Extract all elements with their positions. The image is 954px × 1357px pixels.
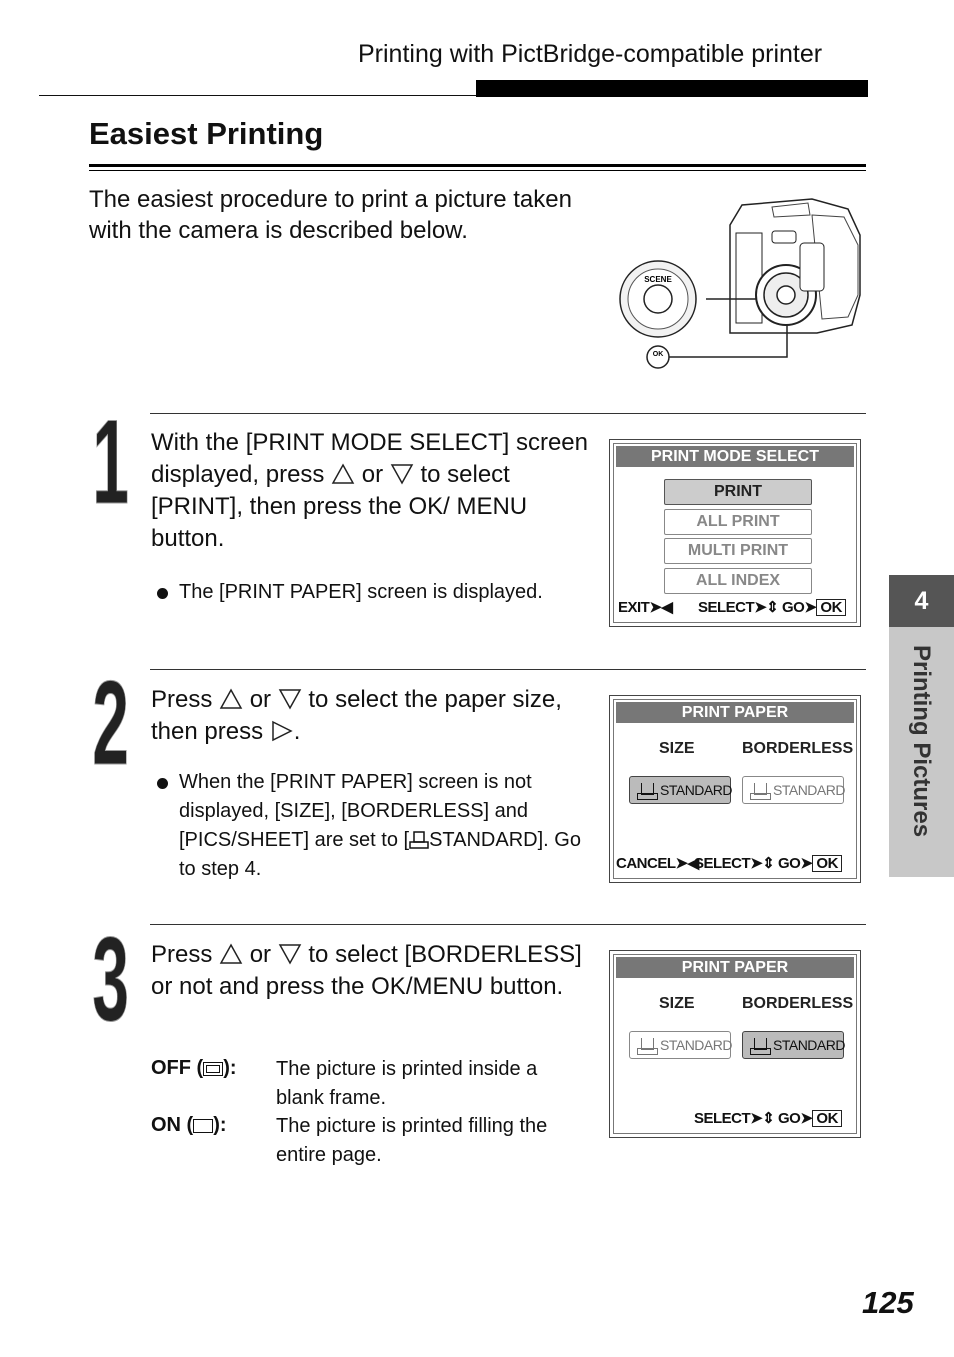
- svg-text:1: 1: [92, 405, 129, 515]
- screen-title: PRINT PAPER: [616, 702, 854, 723]
- footer-select: SELECT➤⇕: [698, 599, 779, 616]
- column-size: SIZE: [659, 740, 695, 757]
- option-size-standard: STANDARD: [629, 776, 732, 804]
- svg-text:2: 2: [92, 660, 129, 770]
- up-arrow-icon: [331, 463, 355, 484]
- footer-go: GO➤OK: [778, 1109, 842, 1127]
- footer-select: SELECT➤⇕: [694, 855, 775, 872]
- menu-item-multi-print: MULTI PRINT: [664, 538, 812, 564]
- svg-text:3: 3: [92, 916, 129, 1026]
- borderless-off-icon: [203, 1062, 224, 1076]
- section-title: Easiest Printing: [89, 116, 324, 151]
- right-arrow-icon: [272, 720, 293, 742]
- print-mode-select-screen: PRINT MODE SELECT PRINT ALL PRINT MULTI …: [609, 439, 861, 627]
- title-rule: [89, 164, 866, 167]
- menu-item-all-print: ALL PRINT: [664, 509, 812, 535]
- step1-bullet: The [PRINT PAPER] screen is displayed.: [155, 578, 585, 607]
- footer-cancel: CANCEL➤◀: [616, 855, 699, 872]
- chapter-label: Printing Pictures: [908, 645, 935, 838]
- menu-item-all-index: ALL INDEX: [664, 568, 812, 594]
- chapter-number: 4: [889, 575, 954, 627]
- print-icon: [409, 831, 429, 849]
- column-borderless: BORDERLESS: [742, 740, 854, 757]
- down-arrow-icon: [278, 944, 301, 965]
- page-number: 125: [862, 1285, 914, 1320]
- footer-exit: EXIT➤◀: [618, 599, 673, 616]
- off-description: The picture is printed inside a blank fr…: [276, 1058, 538, 1109]
- step3-rule: [150, 924, 866, 925]
- step1-text: With the [PRINT MODE SELECT] screen disp…: [151, 429, 589, 552]
- step2-number: 2: [82, 655, 142, 791]
- screen-title: PRINT MODE SELECT: [616, 446, 854, 467]
- footer-go: GO➤OK: [782, 598, 846, 616]
- footer-go: GO➤OK: [778, 854, 842, 872]
- dial-scene-label: SCENE: [644, 275, 672, 284]
- menu-item-print: PRINT: [664, 479, 812, 505]
- print-paper-screen-1: PRINT PAPER SIZE BORDERLESS STANDARD STA…: [609, 695, 861, 883]
- step3-text: Press or to select [BORDERLESS] or not a…: [151, 941, 582, 1000]
- column-size: SIZE: [659, 995, 695, 1012]
- borderless-on-icon: [193, 1119, 214, 1133]
- intro-text: The easiest procedure to print a picture…: [89, 186, 572, 244]
- header-rule: [39, 95, 868, 96]
- down-arrow-icon: [278, 689, 301, 710]
- step2-text: Press or to select the paper size, then …: [151, 686, 562, 745]
- on-description: The picture is printed filling the entir…: [276, 1115, 548, 1166]
- up-arrow-icon: [219, 943, 243, 964]
- up-arrow-icon: [219, 688, 243, 709]
- off-term: OFF ():: [151, 1057, 237, 1079]
- option-borderless-standard: STANDARD: [742, 1031, 845, 1059]
- footer-select: SELECT➤⇕: [694, 1110, 775, 1127]
- down-arrow-icon: [390, 464, 414, 485]
- camera-illustration: SCENE OK: [619, 198, 861, 369]
- print-paper-screen-2: PRINT PAPER SIZE BORDERLESS STANDARD STA…: [609, 950, 861, 1138]
- step3-number: 3: [82, 911, 142, 1047]
- step2-bullet: When the [PRINT PAPER] screen is not dis…: [155, 768, 585, 884]
- on-term: ON ():: [151, 1114, 227, 1136]
- option-size-standard: STANDARD: [629, 1031, 732, 1059]
- column-borderless: BORDERLESS: [742, 995, 854, 1012]
- title-rule-thin: [89, 170, 866, 171]
- screen-title: PRINT PAPER: [616, 957, 854, 978]
- step1-number: 1: [82, 394, 142, 530]
- running-header: Printing with PictBridge-compatible prin…: [358, 40, 823, 68]
- step1-rule: [150, 413, 866, 414]
- header-bar: [476, 80, 868, 97]
- step2-rule: [150, 669, 866, 670]
- ok-button-label: OK: [653, 351, 664, 358]
- option-borderless-standard: STANDARD: [742, 776, 845, 804]
